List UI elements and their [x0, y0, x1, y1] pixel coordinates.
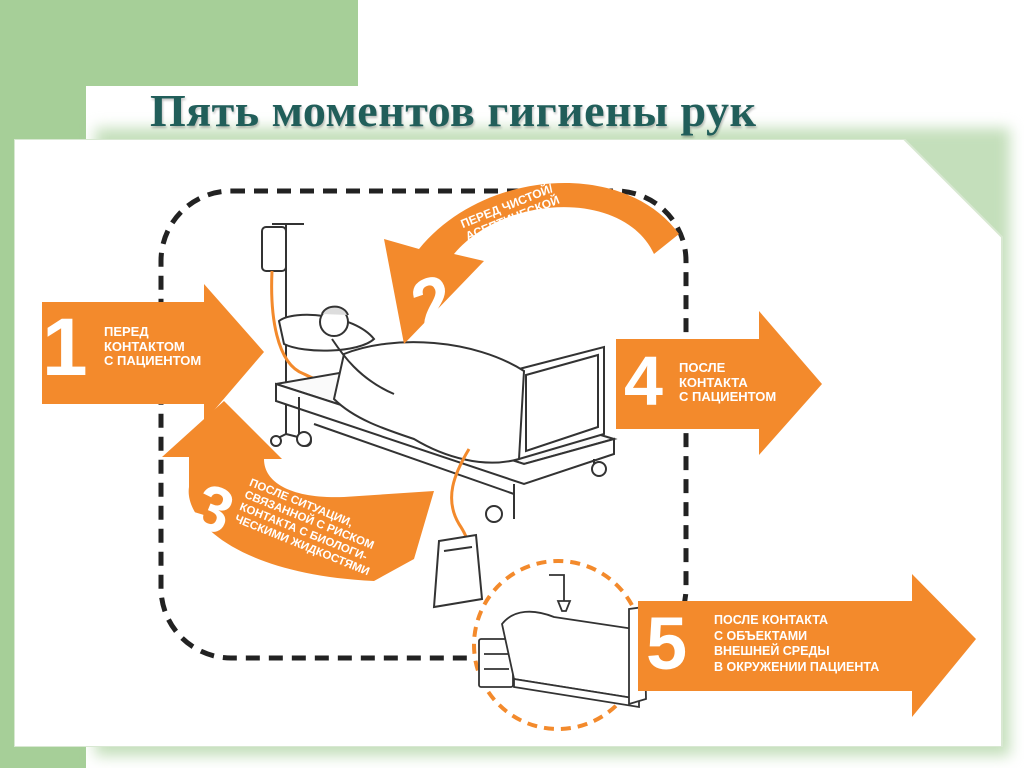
- moment-1-line: КОНТАКТОМ: [104, 338, 185, 354]
- moment-5-line: ВНЕШНЕЙ СРЕДЫ: [714, 644, 830, 659]
- hand-hygiene-poster: 1 ПЕРЕД КОНТАКТОМ С ПАЦИЕНТОМ 2 ПЕРЕД ЧИ…: [14, 139, 1014, 747]
- moment-4-line: ПОСЛЕ: [679, 360, 726, 375]
- moment-5-label: ПОСЛЕ КОНТАКТА С ОБЪЕКТАМИ ВНЕШНЕЙ СРЕДЫ…: [714, 613, 879, 676]
- moment-4-line: КОНТАКТА: [679, 374, 748, 390]
- moment-4-label: ПОСЛЕ КОНТАКТА С ПАЦИЕНТОМ: [679, 360, 777, 405]
- moment-1-number: 1: [42, 302, 88, 393]
- moment-1-label: ПЕРЕД КОНТАКТОМ С ПАЦИЕНТОМ: [104, 324, 202, 369]
- moment-5-line: С ОБЪЕКТАМИ: [714, 628, 808, 643]
- arrow-4: [616, 311, 822, 455]
- arrow-5: [638, 574, 976, 717]
- moment-1-line: С ПАЦИЕНТОМ: [104, 353, 202, 369]
- arrow-2: [384, 182, 679, 344]
- page-title: Пять моментов гигиены рук: [150, 85, 757, 136]
- moment-4-line: С ПАЦИЕНТОМ: [679, 389, 777, 405]
- arrow-1: [42, 284, 264, 422]
- moment-5-line: В ОКРУЖЕНИИ ПАЦИЕНТА: [714, 659, 880, 674]
- drainage-bag: [432, 533, 484, 609]
- poster-illustration: [14, 139, 1003, 747]
- arrow-3: [162, 401, 434, 581]
- moment-1-line: ПЕРЕД: [104, 324, 149, 339]
- moment-4-number: 4: [624, 342, 663, 420]
- moment-5-line: ПОСЛЕ КОНТАКТА: [714, 613, 829, 627]
- hospital-bed: [275, 305, 618, 523]
- moment-5-number: 5: [646, 602, 688, 685]
- patient-zone-border: [158, 188, 689, 661]
